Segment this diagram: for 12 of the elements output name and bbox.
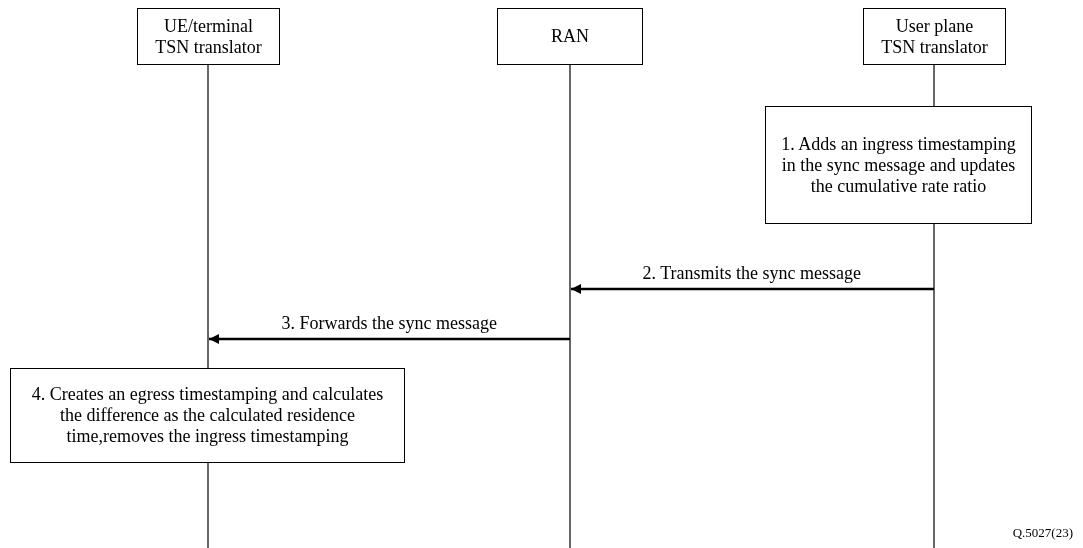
process-box [765,106,1032,224]
node-text: User plane TSN translator [880,15,989,58]
node-text: RAN [551,26,589,47]
edge-label: 2. Transmits the sync message [640,263,863,284]
figure-number: Q.5027(23) [1010,525,1075,541]
message-arrow [571,284,934,294]
node-text: UE/terminal TSN translator [154,15,263,58]
node-text: 1. Adds an ingress timestamping in the sync message and updates the cumulative rate ratio [780,133,1017,197]
node-text: 4. Creates an egress timestamping and calculates the difference as the calculated residence time,removes the ingress timestamping [30,384,385,447]
edge-label: 3. Forwards the sync message [279,313,499,334]
message-arrow [209,334,570,344]
process-box [10,368,405,463]
